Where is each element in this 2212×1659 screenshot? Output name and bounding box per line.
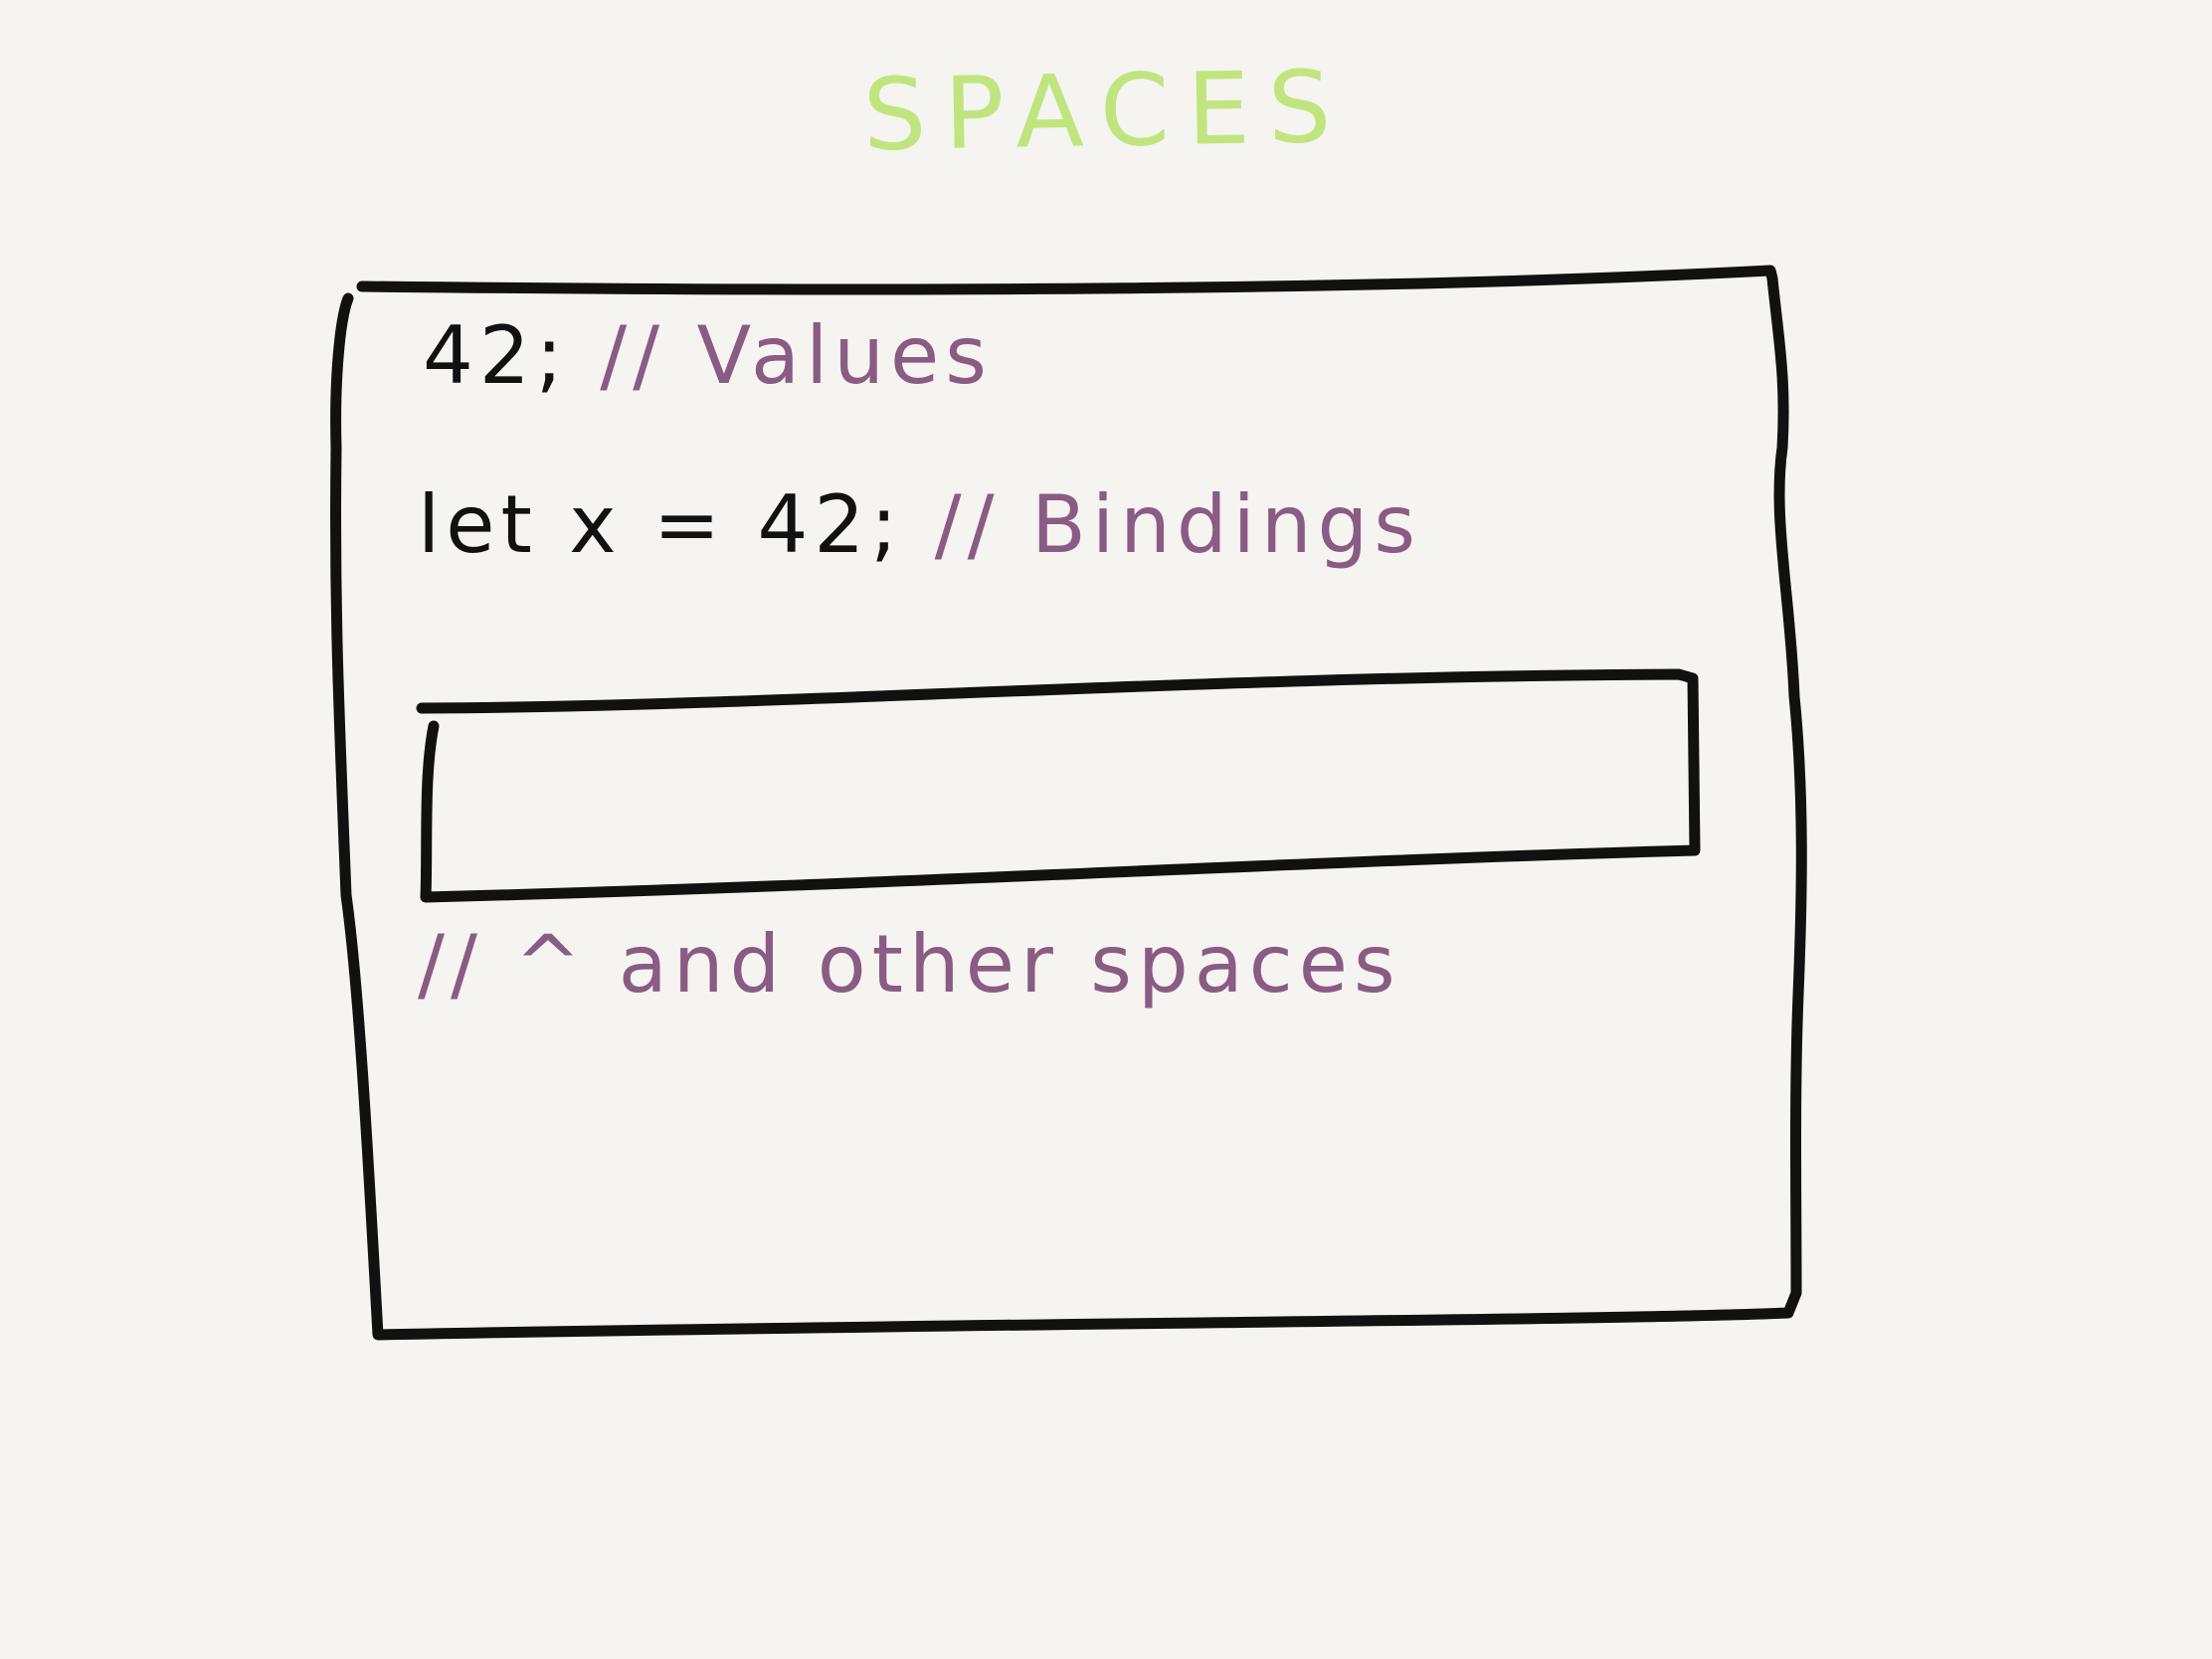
other-spaces-comment: // ^ and other spaces <box>418 918 1401 1011</box>
bindings-line: let x = 42; // Bindings <box>418 485 1421 565</box>
inner-box <box>416 668 1701 903</box>
bindings-comment: // Bindings <box>934 478 1421 571</box>
values-line: 42; // Values <box>423 316 993 396</box>
outer-box <box>329 265 1807 1341</box>
values-comment: // Values <box>600 309 993 402</box>
bindings-code: let x = 42; <box>418 478 904 571</box>
values-code: 42; <box>423 309 569 402</box>
